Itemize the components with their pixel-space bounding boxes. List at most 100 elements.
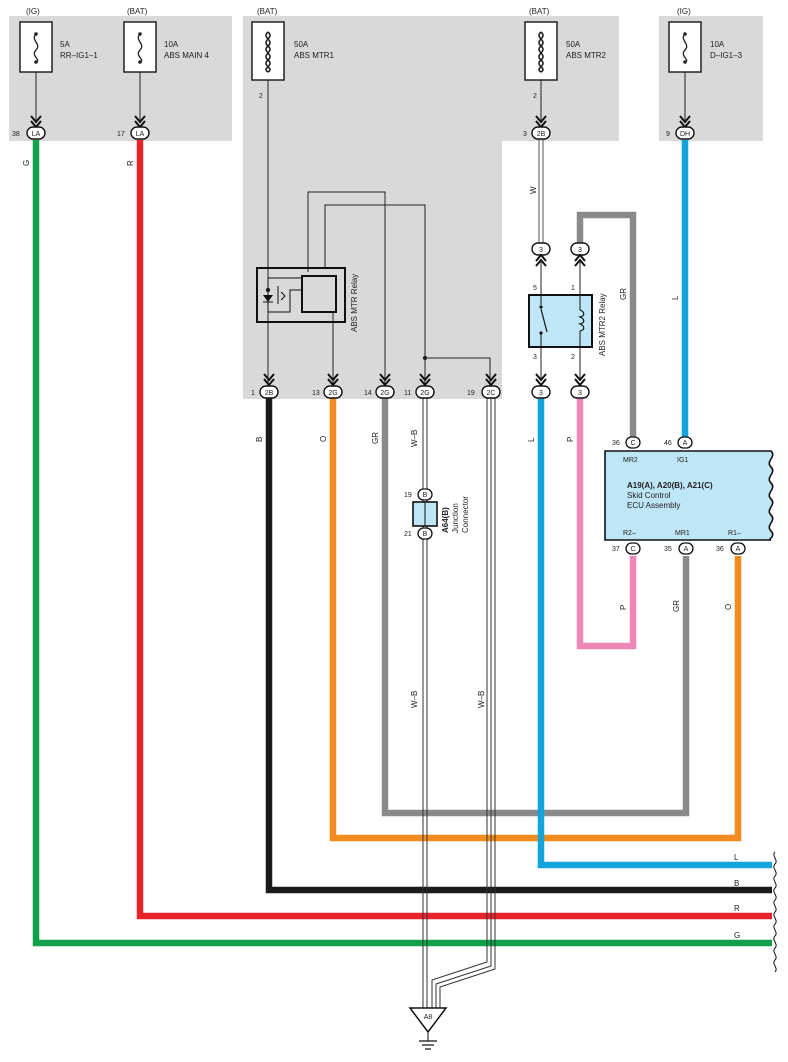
relay-pin: 5 [533,285,537,292]
fuses [19,21,702,98]
connector-code: 2B [537,131,546,138]
ground-name: A8 [424,1014,433,1021]
ground-a8: A8 [408,1007,448,1050]
wire-label-g: G [22,160,31,166]
wire-label-gr-low: GR [672,600,681,612]
junction-line1: Junction [451,503,460,533]
wire-label-o-low: O [724,604,733,610]
wire-red-r [136,140,772,920]
fuse-name: ABS MTR1 [294,51,335,60]
connector-code: 2C [487,390,496,397]
shaded-blocks [9,16,763,399]
wire-label-w: W [529,186,538,194]
pin-label: MR2 [623,457,638,464]
pin-number: 9 [666,131,670,138]
wire-relay-to-2g-14 [307,191,386,388]
wire-gray-gr-top [576,211,637,442]
connector-code: 3 [578,390,582,397]
wire-orange-o [329,398,742,842]
fuse-d-ig1 [668,21,702,73]
connector-code: 2G [420,390,429,397]
wire-wb2-c [439,398,496,1008]
wire-label-p: P [566,437,575,442]
supply-label: (BAT) [529,7,550,16]
connector-code: 2B [265,390,274,397]
pin-number: 21 [404,531,412,538]
pin-number: 37 [612,546,620,553]
connector-code: C [630,440,635,447]
connector-code: C [630,546,635,553]
pin-label: IG1 [677,457,688,464]
connector-code: 3 [578,247,582,254]
wire-green-g [32,140,772,947]
wire-relay-to-2g-11 [324,204,426,388]
connector-code: DH [680,131,690,138]
pin-number: 35 [664,546,672,553]
fuse-pin: 2 [259,93,263,100]
relay-label: ABS MTR Relay [350,274,359,332]
fuse-name: RR–IG1–1 [60,51,98,60]
junction-connector: B 19 B 21 A64(B) Junction Connector [404,488,470,540]
connector-code: LA [136,131,145,138]
junction-id: A64(B) [441,507,450,533]
wire-wb2-b [435,398,492,1008]
fuse-amp: 50A [566,40,581,49]
wire-blue-l-low [537,398,772,869]
pin-number: 19 [467,390,475,397]
edge-label-l: L [734,853,739,862]
junction-line2: Connector [461,496,470,533]
connector-2c-19: 2C 19 [467,373,501,399]
fuse-name: ABS MAIN 4 [164,51,209,60]
wire-label-gr-top: GR [619,288,628,300]
jb-output-connectors: 2B 1 2G 13 2G 14 2G 11 2C 19 [251,373,501,399]
connector-la-17: LA 17 [117,115,150,140]
relay-pin: 3 [533,354,537,361]
wire-label-gr: GR [371,432,380,444]
connector-2g-13: 2G 13 [312,373,343,399]
pin-number: 46 [664,440,672,447]
pin-label: R1– [728,530,741,537]
abs-mtr-relay: ABS MTR Relay [256,267,359,332]
connector-2g-14: 2G 14 [364,373,395,399]
supply-label: (IG) [677,7,691,16]
edge-label-r: R [734,904,740,913]
pin-label: MR1 [675,530,690,537]
wire-gray-gr [381,398,690,817]
connector-dh-9: DH 9 [666,115,695,140]
wire-label-r: R [126,160,135,166]
connector-code: LA [32,131,41,138]
edge-label-b: B [734,879,739,888]
wires [32,70,772,1008]
fuse-abs-mtr1 [251,21,285,98]
wire-label-p-low: P [619,605,628,610]
fuse-abs-mtr2 [524,21,558,81]
wire-label-b: B [255,437,264,442]
supply-label: (IG) [26,7,40,16]
wire-labels: G R W GR L B O GR W–B L P P GR O W–B W–B… [22,160,740,940]
wire-black-b [265,398,772,894]
fuse-amp: 5A [60,40,70,49]
wire-wb2-a [431,398,488,1008]
connector-code: 3 [539,247,543,254]
connector-code: 3 [539,390,543,397]
pin-number: 38 [12,131,20,138]
pin-number: 14 [364,390,372,397]
fuse-amp: 10A [710,40,725,49]
connector-2g-11: 2G 11 [404,373,435,399]
ecu-line2: ECU Assembly [627,501,680,510]
wire-label-l: L [527,437,536,442]
junction-block-right [502,16,619,141]
pin-number: 11 [404,390,411,397]
abs-mtr2-relay: 3 3 5 1 3 2 ABS MTR2 Relay 3 3 [528,242,607,399]
fuse-name: ABS MTR2 [566,51,607,60]
source-labels: (IG) 5A RR–IG1–1 (BAT) 10A ABS MAIN 4 (B… [26,7,743,100]
connector-code: A [683,440,688,447]
pin-number: 17 [117,131,125,138]
pin-number: 13 [312,390,320,397]
supply-label: (BAT) [127,7,148,16]
connector-code: 2G [328,390,337,397]
junction-block [243,16,502,399]
splice-dot [422,355,428,361]
ecu-title: A19(A), A20(B), A21(C) [627,481,713,490]
fuse-rr-ig1 [19,21,53,73]
